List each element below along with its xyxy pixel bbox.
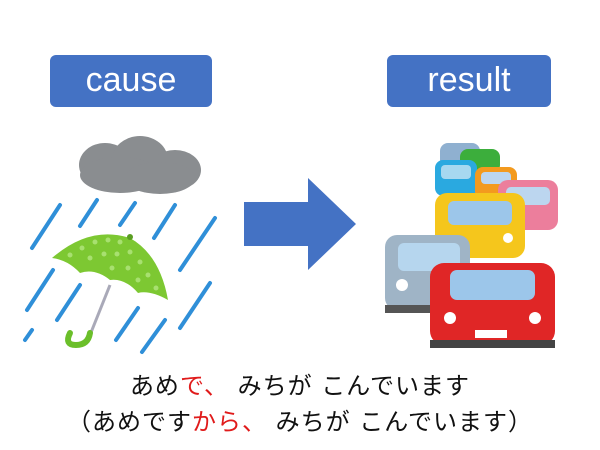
rain-icon bbox=[23, 198, 217, 354]
result-label-text: result bbox=[427, 61, 511, 99]
sentence-line-1: あめで、 みちが こんでいます bbox=[0, 366, 600, 401]
car-icon bbox=[430, 263, 555, 348]
sentence-2-part1: （あめです bbox=[66, 408, 192, 436]
sentence-2-highlight: から、 bbox=[191, 408, 267, 436]
cause-label: cause bbox=[50, 55, 212, 107]
sentence-1-part1: あめ bbox=[129, 372, 180, 400]
sentence-1-part2: みちが こんでいます bbox=[228, 372, 471, 400]
umbrella-icon bbox=[52, 234, 168, 349]
sentence-2-part2: みちが こんでいます） bbox=[266, 408, 534, 436]
sentence-1-highlight: で、 bbox=[179, 372, 229, 400]
result-label: result bbox=[387, 55, 551, 107]
rain-umbrella-illustration bbox=[23, 136, 217, 354]
right-arrow-icon bbox=[244, 178, 356, 270]
sentence-line-2: （あめですから、 みちが こんでいます） bbox=[0, 402, 600, 437]
traffic-jam-illustration bbox=[385, 143, 558, 348]
cloud-icon bbox=[79, 136, 201, 194]
cause-label-text: cause bbox=[85, 61, 177, 99]
car-icon bbox=[435, 160, 477, 196]
